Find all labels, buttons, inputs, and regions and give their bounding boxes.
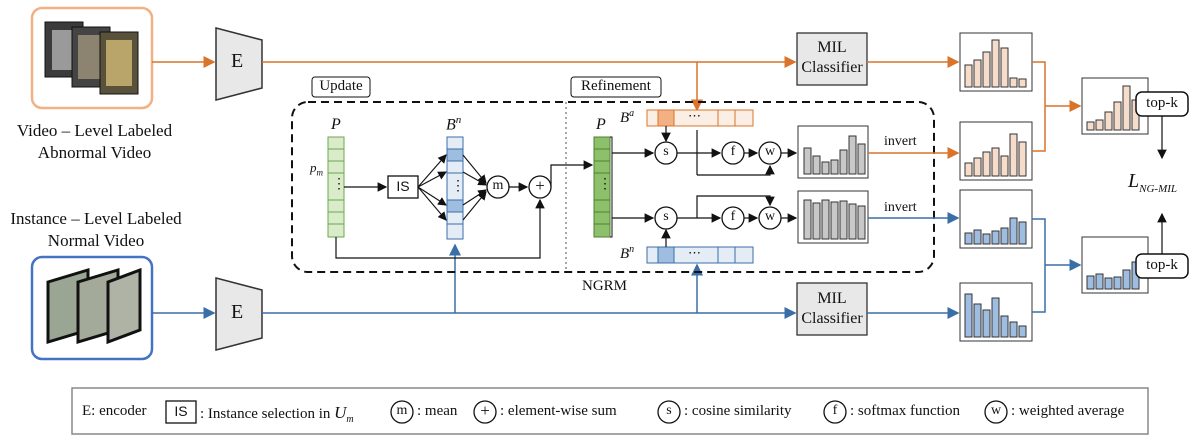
encoder-bottom — [215, 277, 263, 351]
Bn-row — [646, 246, 754, 264]
legend-is-text: : Instance selection in Um — [200, 403, 354, 425]
Ba-row — [646, 109, 754, 127]
weighted-bottom-label: w — [764, 209, 776, 224]
mean-node-label: m — [492, 178, 504, 193]
ngrm-module — [291, 101, 935, 273]
encoder-top-label: E — [231, 50, 244, 72]
cosine-top-label: s — [663, 144, 669, 159]
topk-bottom-label: top-k — [1146, 257, 1178, 273]
Bn-dots: ⋯ — [688, 245, 701, 260]
legend-box — [71, 387, 1149, 435]
sum-node-label: + — [535, 176, 545, 195]
refined-scores-abnormal — [959, 121, 1033, 181]
refinement-label: Refinement — [581, 78, 651, 94]
invert-bottom-label: invert — [884, 200, 917, 215]
legend-plus-text: : element-wise sum — [500, 403, 617, 419]
pm-label: pm — [310, 160, 323, 178]
softmax-bottom-label: f — [730, 209, 736, 224]
legend-w-key: w — [990, 403, 1002, 418]
legend-s-text: : cosine similarity — [684, 403, 792, 419]
legend-encoder: E: encoder — [82, 403, 147, 419]
legend-w-text: : weighted average — [1011, 403, 1125, 419]
normal-video-input — [30, 255, 154, 361]
softmax-top-label: f — [730, 144, 736, 159]
mil-classifier-top — [796, 32, 868, 86]
update-P-vdots: ⋮ — [332, 177, 346, 192]
legend-m-text: : mean — [417, 403, 458, 419]
refinement-tag — [570, 76, 662, 98]
topk-top-label: top-k — [1146, 95, 1178, 111]
legend-s-key: s — [666, 403, 672, 418]
legend-f-text: : softmax function — [850, 403, 960, 419]
update-Bn-vdots: ⋮ — [451, 179, 465, 194]
update-P-label: P — [331, 116, 341, 133]
refined-scores-bottom — [797, 190, 869, 244]
Ba-label: Ba — [620, 108, 635, 126]
cosine-bottom-label: s — [663, 209, 669, 224]
is-box-label: IS — [396, 178, 410, 194]
weighted-top-label: w — [764, 144, 776, 159]
loss-label: LNG-MIL — [1128, 170, 1178, 195]
refinement-P-column — [593, 136, 611, 238]
ngrm-label: NGRM — [582, 278, 628, 294]
refined-scores-normal — [959, 189, 1033, 249]
encoder-top — [215, 27, 263, 101]
encoder-bottom-label: E — [231, 301, 244, 323]
Ba-dots: ⋯ — [688, 108, 701, 123]
update-tag — [311, 76, 371, 98]
refinement-P-label: P — [596, 116, 606, 133]
legend-f-key: f — [832, 403, 838, 418]
legend-is-key: IS — [174, 403, 188, 419]
invert-top-label: invert — [884, 134, 917, 149]
abnormal-video-input — [30, 6, 154, 110]
mil-scores-normal — [959, 282, 1033, 342]
update-label: Update — [319, 78, 363, 94]
update-Bn-column — [446, 136, 464, 240]
Bn-label: Bn — [620, 244, 635, 262]
mil-scores-abnormal — [959, 32, 1033, 92]
mil-classifier-bottom — [796, 282, 868, 336]
refined-scores-top — [797, 125, 869, 179]
refinement-P-vdots: ⋮ — [598, 177, 612, 192]
legend-plus-key: + — [480, 401, 490, 420]
legend-m-key: m — [396, 403, 408, 418]
update-Bn-label: Bn — [446, 114, 462, 134]
